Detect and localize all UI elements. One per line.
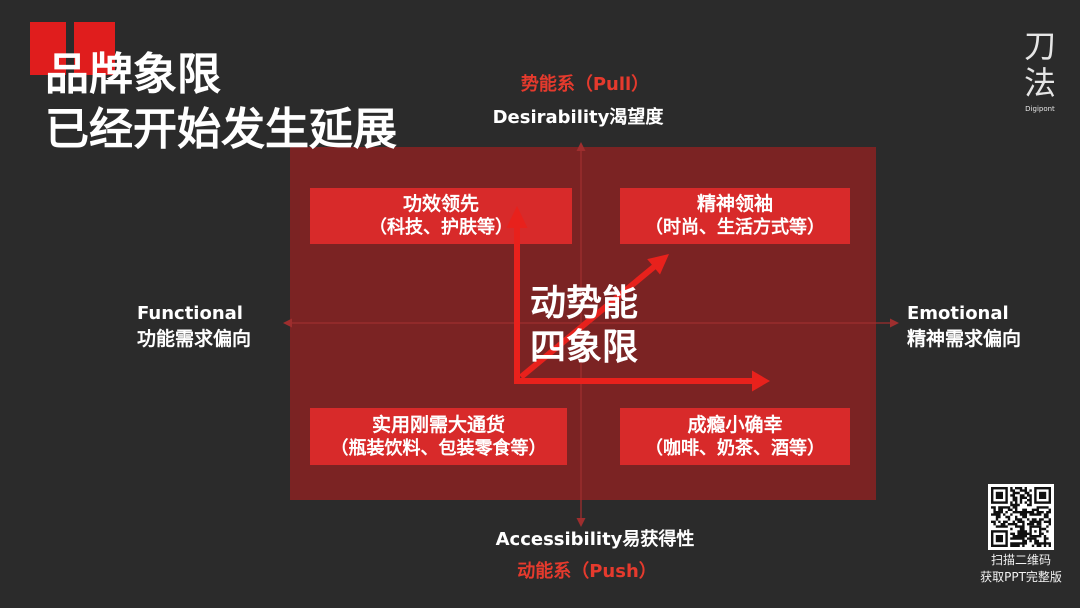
brand-logo-char-2: 法 bbox=[1023, 64, 1056, 102]
horizontal-axis-right-arrowhead bbox=[890, 318, 899, 328]
qr-caption: 扫描二维码 获取PPT完整版 bbox=[968, 552, 1074, 586]
top-axis-label: Desirability渴望度 bbox=[492, 107, 664, 128]
quote-mark-icon bbox=[30, 22, 115, 75]
qr-alignment-pattern bbox=[1029, 525, 1042, 538]
quadrant-top-right-examples: （时尚、生活方式等） bbox=[645, 217, 825, 238]
brand-logo-char-1: 刀 bbox=[1023, 27, 1056, 65]
qr-finder-bottom-left bbox=[991, 530, 1008, 547]
quadrant-bottom-right-examples: （咖啡、奶茶、酒等） bbox=[645, 437, 825, 459]
top-system-label: 势能系（Pull） bbox=[520, 74, 650, 95]
quadrant-bottom-left-title: 实用刚需大通货 bbox=[371, 413, 505, 436]
qr-caption-line-1: 扫描二维码 bbox=[990, 553, 1051, 567]
quadrant-bottom-left: 实用刚需大通货 （瓶装饮料、包装零食等） bbox=[310, 408, 567, 465]
qr-code-icon bbox=[988, 484, 1054, 550]
qr-finder-top-right bbox=[1034, 487, 1051, 504]
qr-caption-line-2: 获取PPT完整版 bbox=[980, 570, 1062, 584]
qr-data-modules bbox=[991, 487, 1051, 547]
bottom-system-label: 动能系（Push） bbox=[517, 561, 657, 582]
slide-title-line-2: 已经开始发生延展 bbox=[45, 104, 397, 155]
brand-logo-wordmark: Digipont bbox=[1025, 105, 1055, 113]
slide-title: 品牌象限 已经开始发生延展 bbox=[45, 47, 397, 157]
slide-title-line-1: 品牌象限 bbox=[45, 49, 221, 100]
diagram-center-line-1: 动势能 bbox=[530, 283, 639, 324]
diagram-center-line-2: 四象限 bbox=[530, 327, 639, 368]
brand-logo: 刀 法 Digipont bbox=[1020, 28, 1060, 114]
quote-mark-right-block bbox=[74, 22, 115, 75]
left-axis-label: Functional bbox=[137, 303, 243, 324]
right-axis-description: 精神需求偏向 bbox=[907, 328, 1022, 350]
vertical-axis-bottom-arrowhead bbox=[576, 518, 586, 527]
quadrant-top-right: 精神领袖 （时尚、生活方式等） bbox=[620, 188, 850, 244]
quadrant-top-left: 功效领先 （科技、护肤等） bbox=[310, 188, 572, 244]
left-axis-description: 功能需求偏向 bbox=[137, 328, 252, 350]
quadrant-top-right-title: 精神领袖 bbox=[696, 193, 773, 215]
quadrant-top-left-examples: （科技、护肤等） bbox=[369, 217, 513, 238]
quadrant-top-left-title: 功效领先 bbox=[402, 193, 479, 215]
right-axis-label: Emotional bbox=[907, 303, 1009, 324]
qr-finder-core bbox=[995, 535, 1003, 543]
qr-finder-top-left bbox=[991, 487, 1008, 504]
qr-finder-core bbox=[1039, 491, 1047, 499]
bottom-axis-label: Accessibility易获得性 bbox=[495, 529, 695, 550]
qr-alignment-core bbox=[1034, 530, 1037, 533]
diagram-center-title: 动势能 四象限 bbox=[530, 282, 638, 370]
quadrant-bottom-right: 成瘾小确幸 （咖啡、奶茶、酒等） bbox=[620, 408, 850, 465]
quadrant-bottom-left-examples: （瓶装饮料、包装零食等） bbox=[330, 437, 547, 459]
quote-mark-left-block bbox=[30, 22, 66, 75]
quadrant-bottom-right-title: 成瘾小确幸 bbox=[687, 413, 783, 436]
qr-finder-core bbox=[995, 491, 1003, 499]
